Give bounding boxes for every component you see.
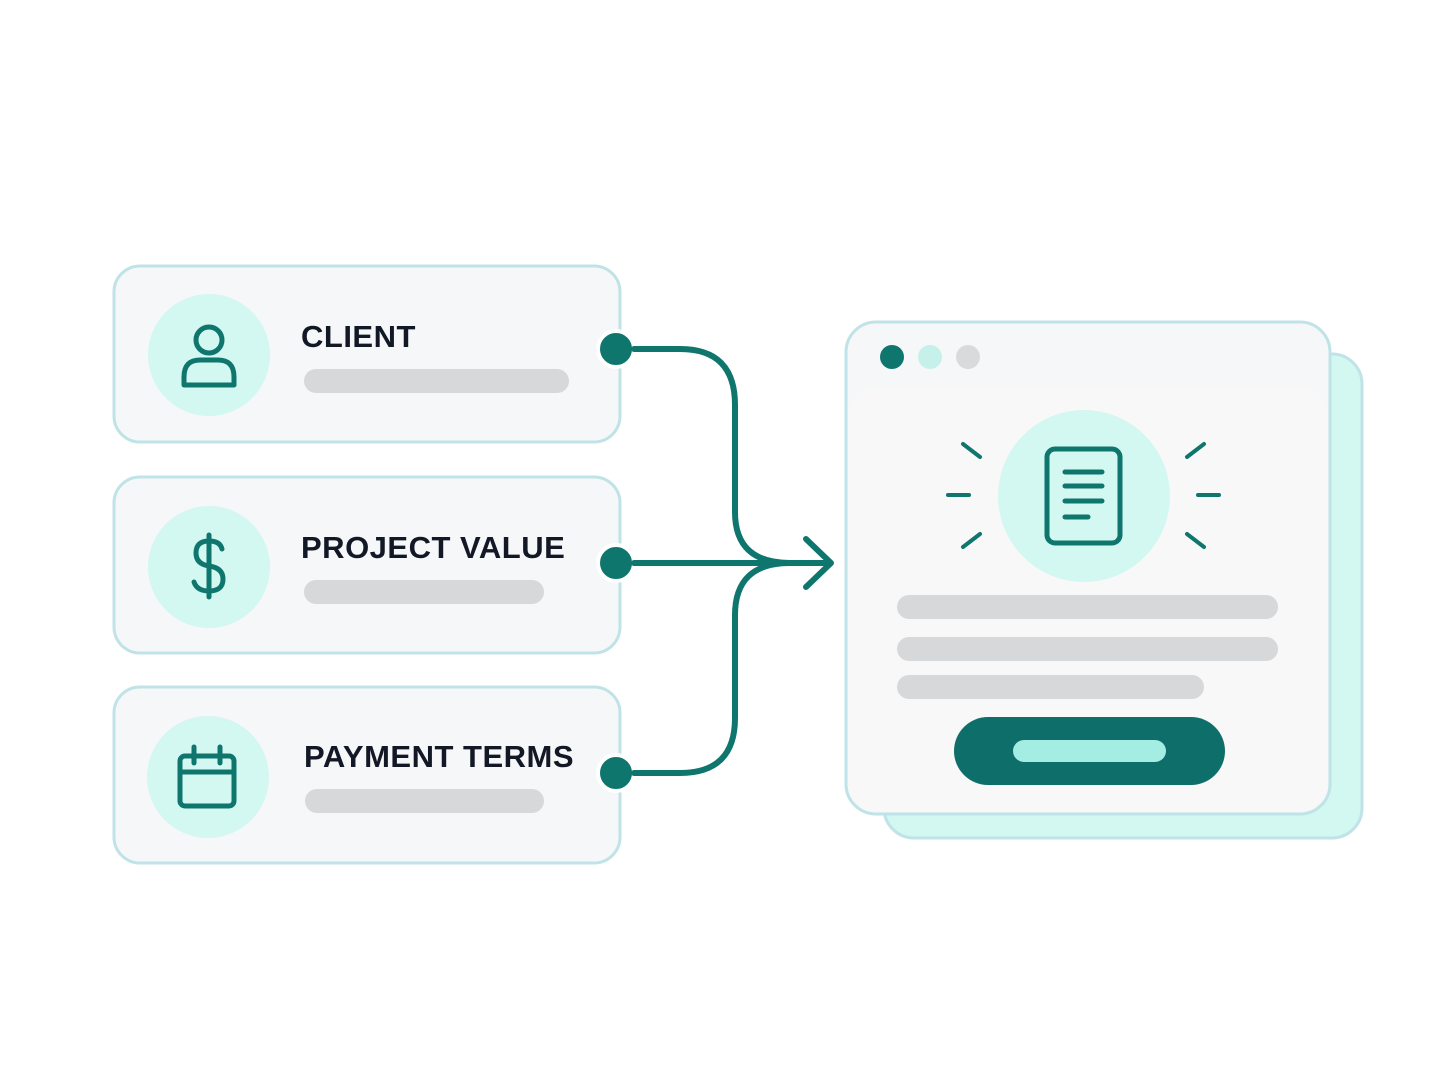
content-line [897, 595, 1278, 619]
connector-dot [596, 329, 636, 369]
calendar-icon [177, 744, 237, 809]
flow-connectors [631, 346, 834, 776]
content-line [897, 675, 1204, 699]
input-card-project-value: PROJECT VALUE [112, 475, 636, 655]
field-label-payment-terms: PAYMENT TERMS [304, 739, 574, 774]
user-icon [181, 324, 237, 388]
placeholder-bar [304, 580, 544, 604]
window-dot-maximize [956, 345, 980, 369]
connector-line-payment-terms [631, 560, 793, 776]
window-dot-close [880, 345, 904, 369]
output-window [844, 320, 1364, 840]
placeholder-bar [304, 369, 569, 393]
content-line [897, 637, 1278, 661]
arrow-head-icon [803, 536, 834, 590]
action-button[interactable] [954, 717, 1225, 785]
sparkle-rays-icon [946, 442, 1221, 549]
action-button-label-bar [1013, 740, 1166, 762]
input-card-client: CLIENT [112, 264, 636, 444]
dollar-icon [191, 532, 226, 600]
placeholder-bar [305, 789, 544, 813]
connector-line-client [631, 346, 793, 566]
document-icon [1044, 446, 1123, 546]
window-dot-minimize [918, 345, 942, 369]
field-label-project-value: PROJECT VALUE [301, 530, 565, 565]
hero-badge [998, 410, 1170, 582]
connector-dot [596, 753, 636, 793]
field-label-client: CLIENT [301, 319, 416, 354]
input-card-payment-terms: PAYMENT TERMS [112, 685, 636, 865]
icon-badge [147, 716, 269, 838]
connector-dot [596, 543, 636, 583]
